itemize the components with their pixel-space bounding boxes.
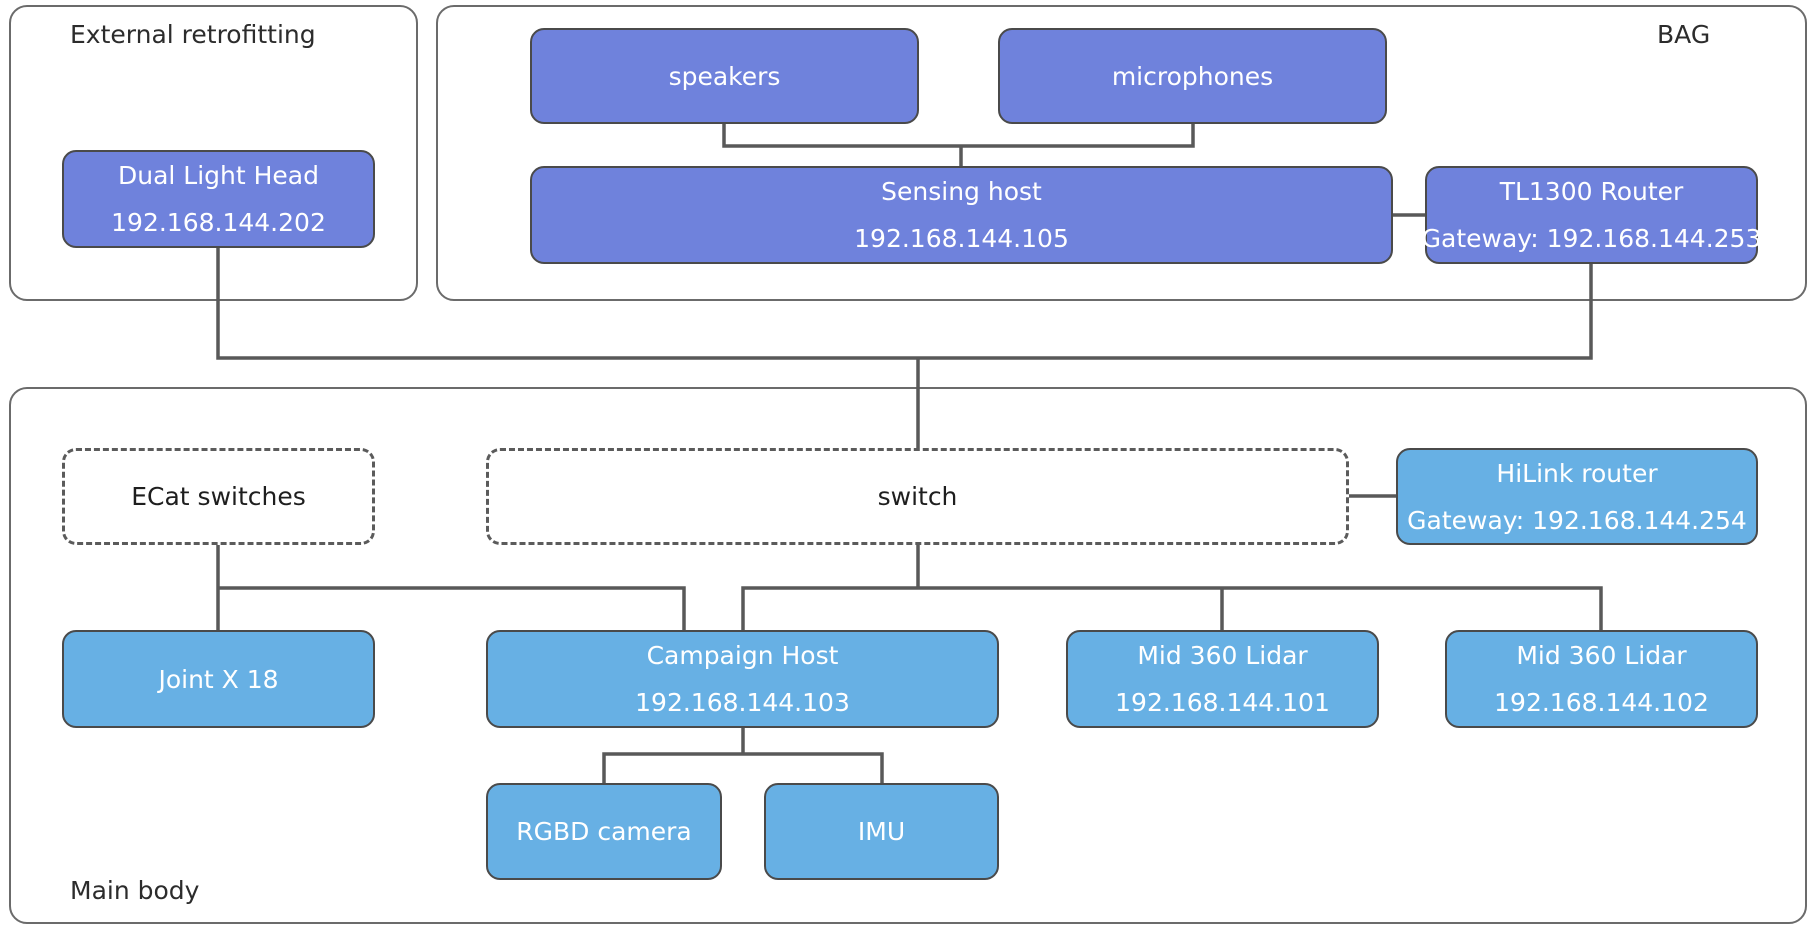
sensing-host-node[interactable]: Sensing host 192.168.144.105 xyxy=(530,166,1393,264)
campaign-host-node[interactable]: Campaign Host 192.168.144.103 xyxy=(486,630,999,728)
dual-light-head-ip: 192.168.144.202 xyxy=(111,208,326,237)
switch-node[interactable]: switch xyxy=(486,448,1349,545)
bag-label: BAG xyxy=(1657,20,1711,49)
tl1300-router-link xyxy=(918,264,1593,360)
imu-title: IMU xyxy=(857,817,906,846)
rgbd-camera-title: RGBD camera xyxy=(516,817,692,846)
tl1300-router-gateway: Gateway: 192.168.144.253 xyxy=(1421,224,1762,253)
dual-light-head-title: Dual Light Head xyxy=(117,161,319,190)
imu-node[interactable]: IMU xyxy=(764,783,999,880)
tl1300-router-node[interactable]: TL1300 Router Gateway: 192.168.144.253 xyxy=(1422,166,1761,264)
microphones-node[interactable]: microphones xyxy=(998,28,1387,124)
switch-device-bus xyxy=(741,586,1603,630)
speakers-sensing-link xyxy=(722,124,961,148)
mid-360-lidar-1-node[interactable]: Mid 360 Lidar 192.168.144.101 xyxy=(1066,630,1379,728)
ecat-switches-title: ECat switches xyxy=(131,482,306,511)
external-retrofitting-label: External retrofitting xyxy=(70,20,316,49)
sensing-host-ip: 192.168.144.105 xyxy=(854,224,1069,253)
rgbd-camera-node[interactable]: RGBD camera xyxy=(486,783,722,880)
joint-node[interactable]: Joint X 18 xyxy=(62,630,375,728)
joint-title: Joint X 18 xyxy=(158,664,279,694)
mid-360-lidar-2-node[interactable]: Mid 360 Lidar 192.168.144.102 xyxy=(1445,630,1758,728)
dual-light-head-node[interactable]: Dual Light Head 192.168.144.202 xyxy=(62,150,375,248)
dual-light-head-link xyxy=(216,248,918,360)
tl1300-router-title: TL1300 Router xyxy=(1499,177,1684,206)
hilink-router-gateway: Gateway: 192.168.144.254 xyxy=(1407,505,1747,535)
campaign-sub-bus xyxy=(602,752,884,783)
hilink-router-title: HiLink router xyxy=(1496,458,1658,488)
ecat-switches-node[interactable]: ECat switches xyxy=(62,448,375,545)
ecat-campaign-link xyxy=(218,586,686,630)
main-body-label: Main body xyxy=(70,876,200,905)
mid-360-lidar-1-ip: 192.168.144.101 xyxy=(1115,688,1330,717)
hilink-router-node[interactable]: HiLink router Gateway: 192.168.144.254 xyxy=(1396,448,1758,545)
sensing-host-title: Sensing host xyxy=(881,177,1042,206)
campaign-host-title: Campaign Host xyxy=(646,641,839,670)
microphones-title: microphones xyxy=(1111,61,1274,91)
microphones-sensing-link xyxy=(961,124,1195,148)
mid-360-lidar-2-title: Mid 360 Lidar xyxy=(1516,641,1687,670)
speakers-title: speakers xyxy=(668,61,781,91)
mid-360-lidar-1-title: Mid 360 Lidar xyxy=(1137,641,1308,670)
speakers-node[interactable]: speakers xyxy=(530,28,919,124)
campaign-host-ip: 192.168.144.103 xyxy=(635,688,850,717)
mid-360-lidar-2-ip: 192.168.144.102 xyxy=(1494,688,1709,717)
switch-title: switch xyxy=(877,482,958,511)
